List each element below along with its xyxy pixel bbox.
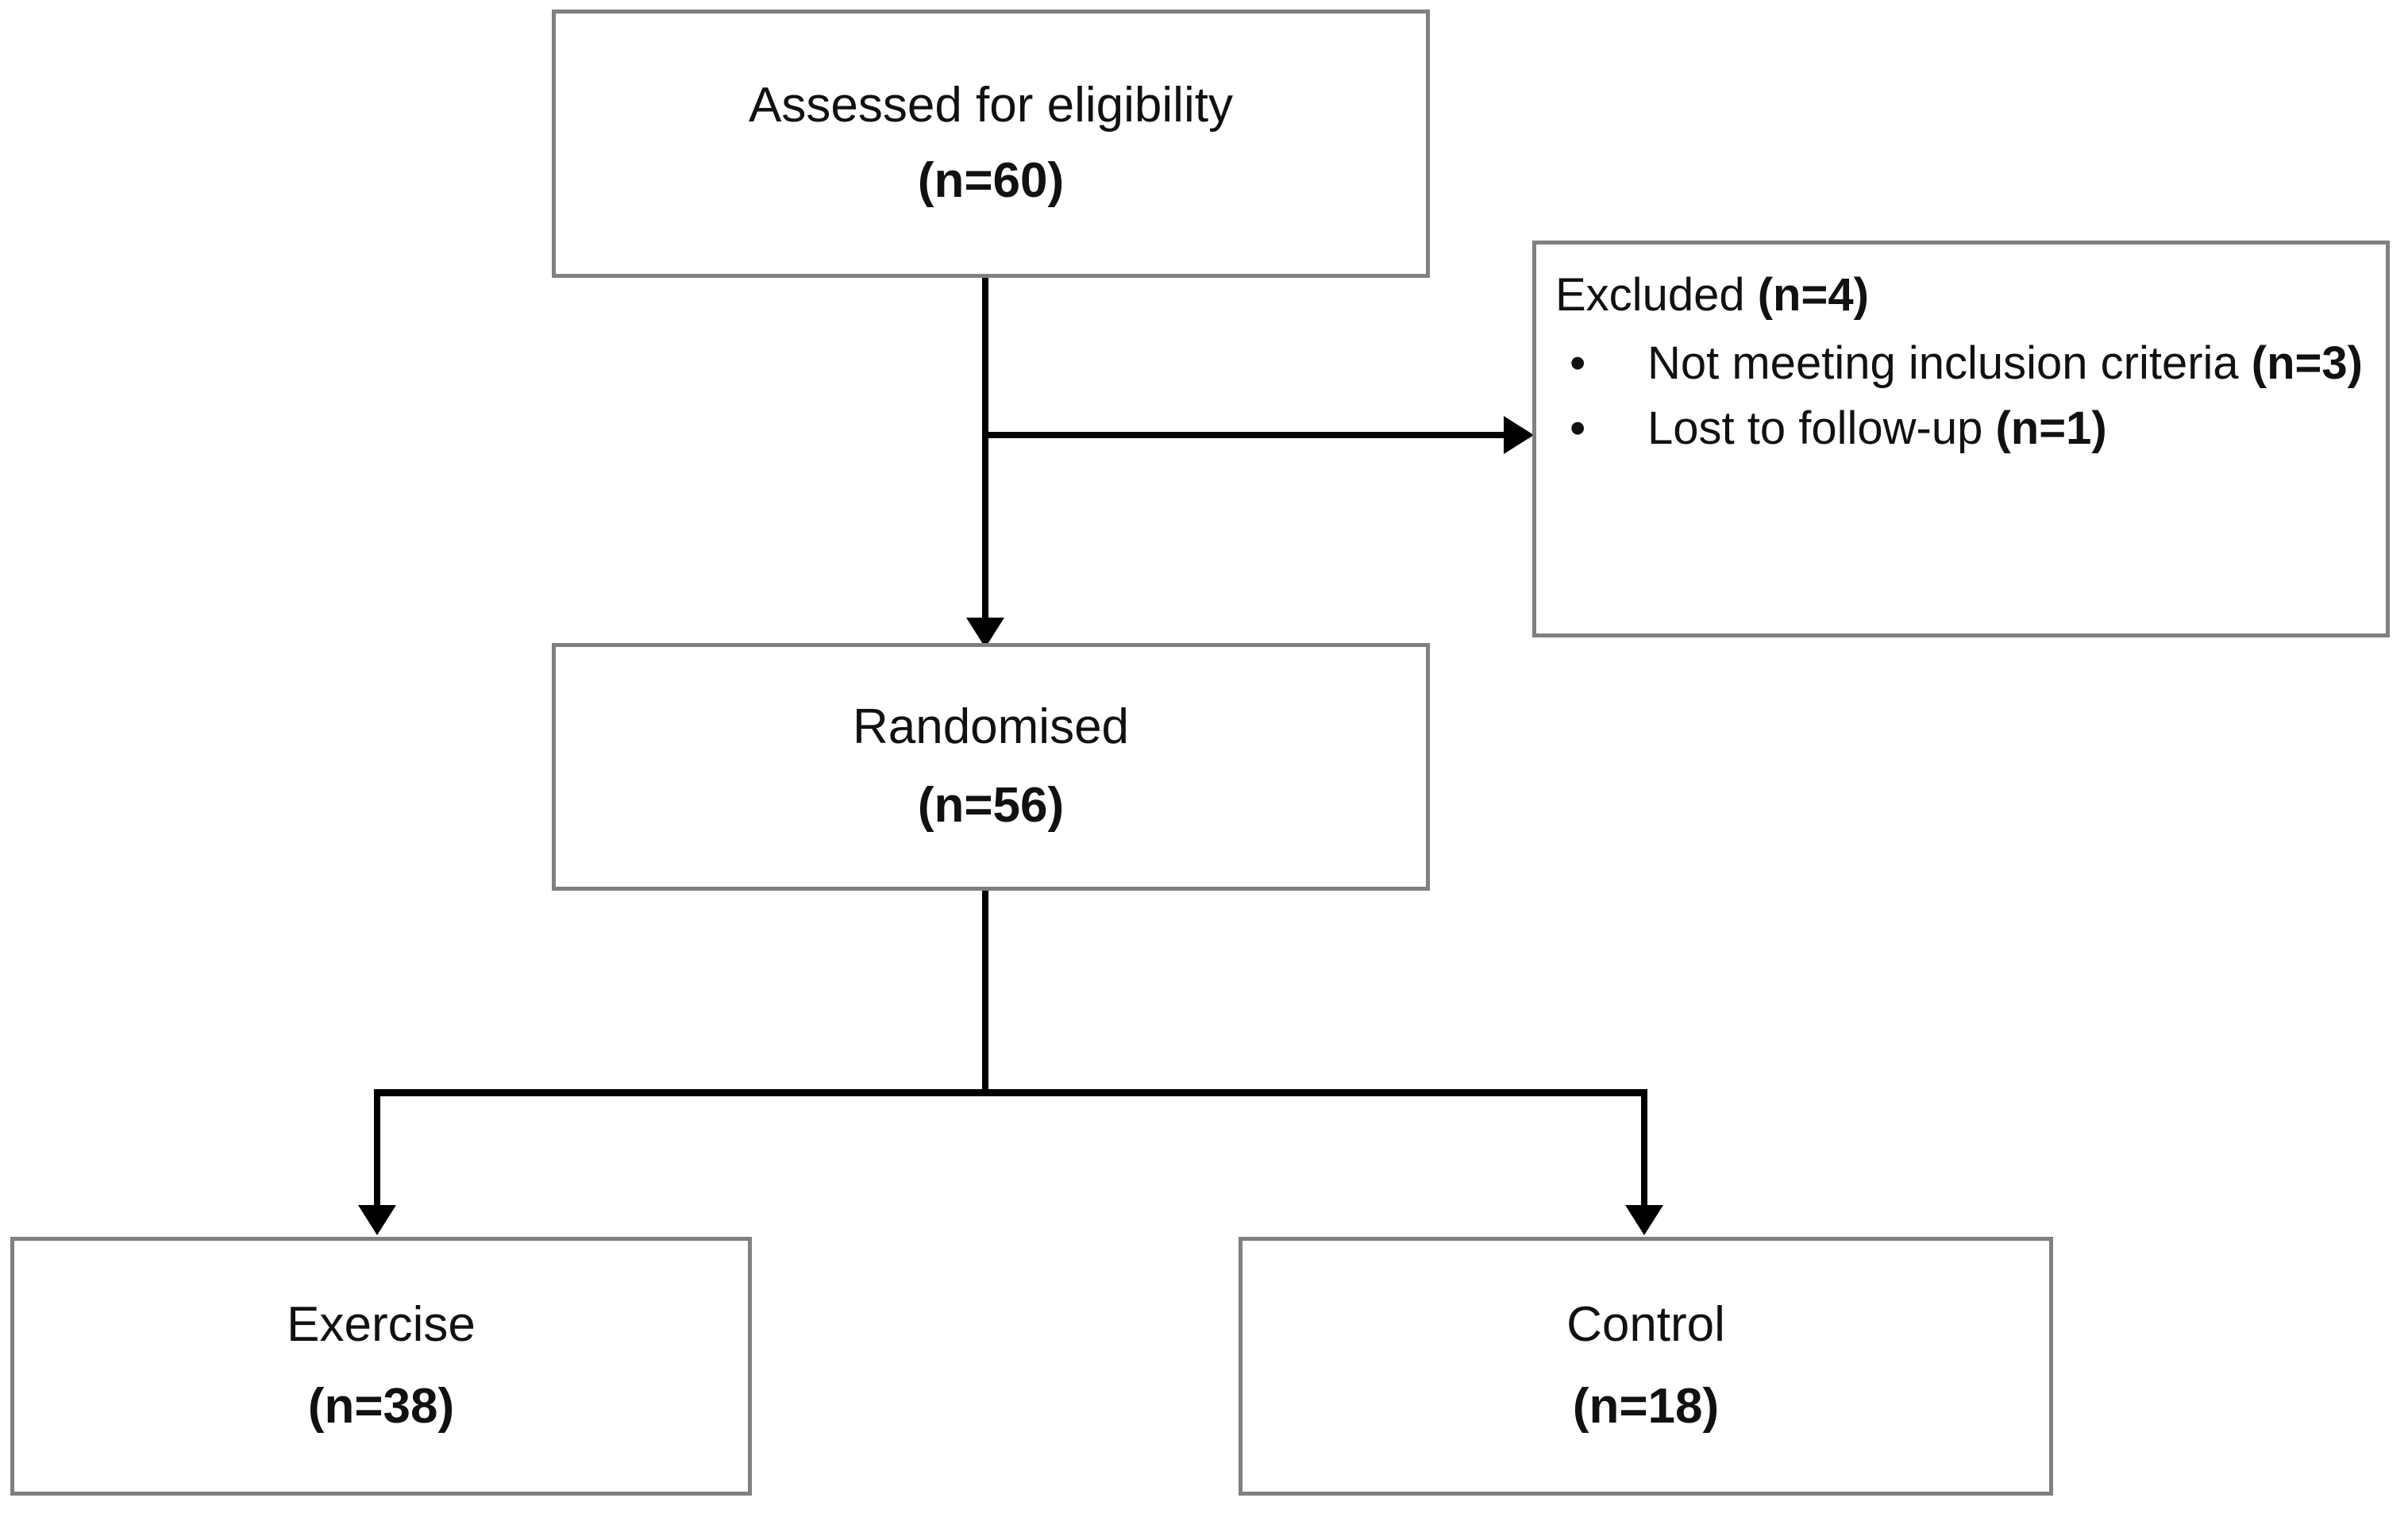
bullet-icon: • bbox=[1570, 337, 1586, 390]
node-randomised-label: Randomised bbox=[852, 699, 1130, 755]
node-exercise-label: Exercise bbox=[287, 1297, 476, 1353]
arrowhead-down-icon-exercise bbox=[358, 1205, 396, 1235]
node-assessed-label: Assessed for eligibility bbox=[749, 78, 1233, 133]
node-exercise-count: (n=38) bbox=[307, 1379, 455, 1434]
node-excluded-reason-list: • Not meeting inclusion criteria (n=3) • L… bbox=[1555, 333, 2371, 462]
arrowhead-down-icon-randomised bbox=[966, 618, 1004, 648]
node-exercise-arm: Exercise (n=38) bbox=[10, 1237, 752, 1496]
bullet-icon: • bbox=[1570, 402, 1586, 455]
node-excluded: Excluded (n=4) • Not meeting inclusion cr… bbox=[1532, 241, 2390, 637]
node-control-label: Control bbox=[1566, 1297, 1725, 1353]
node-randomised: Randomised (n=56) bbox=[552, 643, 1430, 891]
list-item: • Not meeting inclusion criteria (n=3) bbox=[1555, 333, 2371, 395]
node-control-count: (n=18) bbox=[1572, 1379, 1720, 1434]
arrowhead-down-icon-control bbox=[1625, 1205, 1663, 1235]
node-excluded-heading-count: (n=4) bbox=[1757, 269, 1869, 321]
connector-assessed-to-randomised-stem bbox=[982, 276, 988, 635]
node-assessed-for-eligibility: Assessed for eligibility (n=60) bbox=[552, 10, 1430, 278]
node-control-arm: Control (n=18) bbox=[1239, 1237, 2053, 1496]
excluded-reason-count: (n=3) bbox=[2251, 337, 2363, 390]
connector-randomised-to-exercise-drop bbox=[374, 1092, 380, 1218]
arrowhead-right-icon-excluded bbox=[1504, 416, 1534, 454]
node-excluded-heading: Excluded (n=4) bbox=[1555, 265, 1869, 325]
list-item: • Lost to follow-up (n=1) bbox=[1555, 398, 2371, 460]
excluded-reason-text: Lost to follow-up bbox=[1647, 402, 1996, 455]
connector-assessed-to-excluded-line bbox=[985, 432, 1509, 438]
node-excluded-heading-text: Excluded bbox=[1555, 269, 1758, 321]
connector-randomised-to-control-drop bbox=[1641, 1092, 1647, 1218]
connector-randomised-split-bar bbox=[374, 1089, 1647, 1096]
node-randomised-count: (n=56) bbox=[917, 778, 1065, 833]
excluded-reason-count: (n=1) bbox=[1995, 402, 2107, 455]
connector-randomised-stem bbox=[982, 891, 988, 1094]
excluded-reason-text: Not meeting inclusion criteria bbox=[1647, 337, 2252, 390]
node-assessed-count: (n=60) bbox=[917, 153, 1065, 208]
